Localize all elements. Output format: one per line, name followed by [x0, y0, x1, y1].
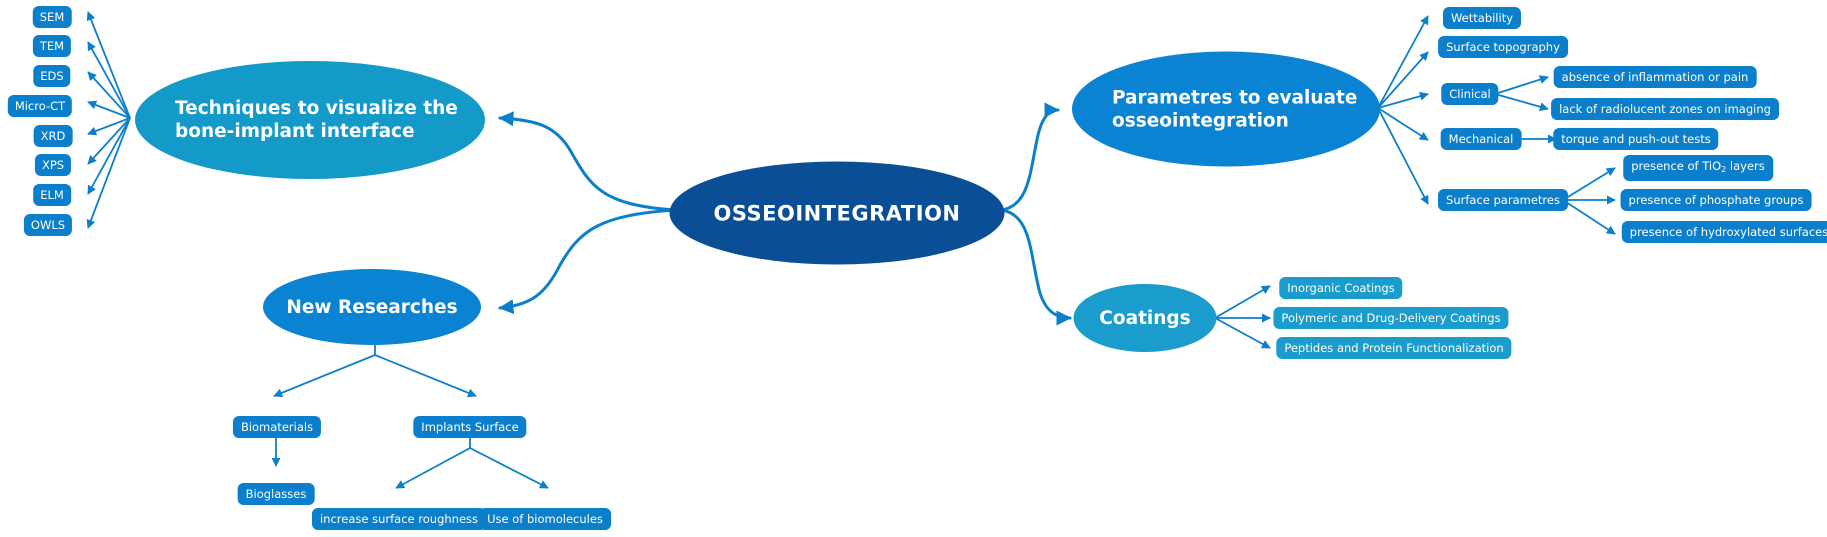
new-researches-topic[interactable]: New Researches — [263, 269, 481, 345]
connector-owls — [86, 117, 131, 229]
connector-eds — [87, 71, 131, 119]
technique-eds[interactable]: EDS — [33, 65, 71, 87]
surface-hydroxylated-node[interactable]: presence of hydroxylated surfaces — [1621, 221, 1827, 243]
connector-center-techniques — [498, 111, 677, 212]
techniques-title: Techniques to visualize the bone-implant… — [175, 98, 458, 142]
connector-microct — [87, 100, 131, 119]
connector-clinical-2 — [1494, 93, 1549, 112]
surface-topography-node[interactable]: Surface topography — [1438, 36, 1568, 58]
biomolecules-node[interactable]: Use of biomolecules — [479, 508, 611, 530]
inorganic-coatings-node[interactable]: Inorganic Coatings — [1279, 277, 1403, 299]
connector-biomaterials — [273, 354, 376, 398]
center-topic[interactable]: OSSEOINTEGRATION — [669, 161, 1005, 265]
connector-center-coatings — [1000, 208, 1072, 326]
connector-elm — [87, 117, 131, 195]
connector-surface-3 — [1562, 199, 1616, 235]
connector-peptides — [1214, 317, 1271, 349]
wettability-node[interactable]: Wettability — [1442, 7, 1522, 29]
surface-parametres-node[interactable]: Surface parametres — [1438, 189, 1568, 211]
technique-sem[interactable]: SEM — [32, 6, 72, 28]
coatings-label: Coatings — [1099, 307, 1191, 329]
connector-topography — [1377, 51, 1429, 109]
technique-micro-ct[interactable]: Micro-CT — [7, 95, 73, 117]
connector-sem — [86, 11, 131, 119]
parameters-title: Parametres to evaluate osseointegration — [1112, 87, 1358, 131]
techniques-topic[interactable]: Techniques to visualize the bone-implant… — [135, 61, 485, 179]
clinical-radiolucent-node[interactable]: lack of radiolucent zones on imaging — [1551, 98, 1779, 120]
peptides-coatings-node[interactable]: Peptides and Protein Functionalization — [1276, 337, 1512, 359]
technique-tem[interactable]: TEM — [32, 35, 72, 57]
center-topic-label: OSSEOINTEGRATION — [713, 201, 961, 225]
technique-xps[interactable]: XPS — [34, 154, 72, 176]
connector-tem — [87, 41, 131, 119]
surface-phosphate-node[interactable]: presence of phosphate groups — [1620, 189, 1812, 211]
connector-xps — [87, 117, 131, 165]
implants-surface-node[interactable]: Implants Surface — [413, 416, 527, 438]
connector-mechanical — [1377, 107, 1429, 141]
surface-tio2-node[interactable]: presence of TiO2 layers — [1623, 155, 1773, 181]
mechanical-node[interactable]: Mechanical — [1440, 128, 1522, 150]
technique-elm[interactable]: ELM — [33, 184, 71, 206]
new-researches-label: New Researches — [286, 296, 458, 318]
connector-center-param — [1000, 102, 1060, 212]
connector-surface-1 — [1562, 167, 1616, 201]
clinical-node[interactable]: Clinical — [1441, 83, 1499, 105]
connector-center-new — [498, 208, 677, 315]
connector-inorganic — [1214, 285, 1271, 319]
mechanical-tests-node[interactable]: torque and push-out tests — [1553, 128, 1719, 150]
connector-clinical — [1377, 91, 1429, 109]
clinical-inflammation-node[interactable]: absence of inflammation or pain — [1553, 66, 1757, 88]
coatings-topic[interactable]: Coatings — [1073, 284, 1217, 352]
connector-clinical-1 — [1494, 75, 1549, 95]
technique-owls[interactable]: OWLS — [23, 214, 73, 236]
polymeric-coatings-node[interactable]: Polymeric and Drug-Delivery Coatings — [1273, 307, 1509, 329]
biomaterials-node[interactable]: Biomaterials — [232, 416, 322, 438]
connector-wettability — [1377, 15, 1429, 109]
technique-xrd[interactable]: XRD — [33, 125, 73, 147]
connector-roughness — [395, 447, 471, 489]
connector-xrd — [87, 117, 131, 136]
connector-surface — [1377, 107, 1429, 205]
bioglasses-node[interactable]: Bioglasses — [237, 483, 315, 505]
surface-roughness-node[interactable]: increase surface roughness — [311, 508, 487, 530]
connector-implants — [374, 354, 477, 398]
connector-biomolecules — [469, 447, 549, 489]
parameters-topic[interactable]: Parametres to evaluate osseointegration — [1072, 51, 1380, 167]
